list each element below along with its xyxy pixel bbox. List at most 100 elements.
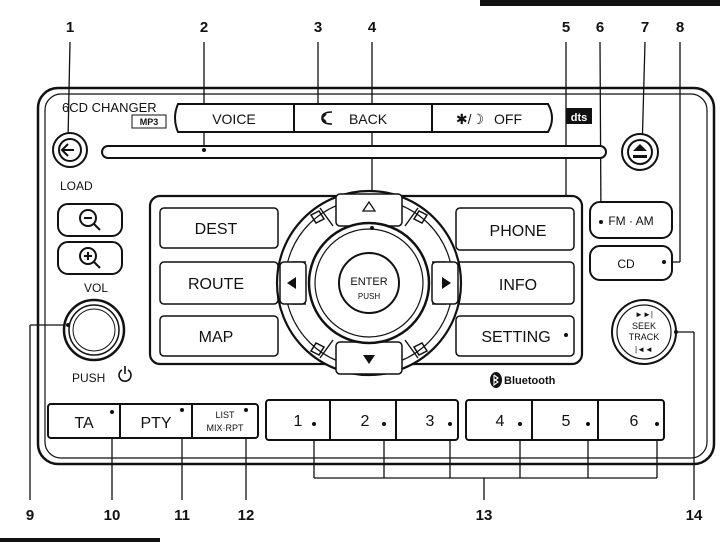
preset-6-button[interactable]: 6 bbox=[600, 402, 662, 438]
seek-track-button[interactable] bbox=[611, 299, 677, 365]
preset-6-label: 6 bbox=[630, 413, 639, 430]
preset-4-label: 4 bbox=[496, 413, 505, 430]
load-arrow-icon bbox=[60, 143, 74, 157]
callout-4: 4 bbox=[368, 19, 377, 36]
callout-10: 10 bbox=[104, 507, 121, 524]
cd-label: CD bbox=[617, 257, 635, 271]
map-label: MAP bbox=[199, 329, 234, 346]
right-arrow-button[interactable] bbox=[431, 261, 459, 305]
display-off-button[interactable]: ✱/☽ OFF bbox=[434, 106, 546, 130]
cd-button[interactable]: CD bbox=[589, 245, 673, 281]
up-arrow-icon bbox=[361, 200, 377, 212]
down-arrow-button[interactable] bbox=[335, 341, 403, 375]
callout-8: 8 bbox=[676, 19, 684, 36]
preset-3-button[interactable]: 3 bbox=[398, 402, 456, 438]
callout-14: 14 bbox=[686, 507, 703, 524]
callout-7: 7 bbox=[641, 19, 649, 36]
callout-2: 2 bbox=[200, 19, 208, 36]
callout-12: 12 bbox=[238, 507, 255, 524]
volume-knob[interactable] bbox=[62, 298, 126, 362]
callout-dots-left bbox=[110, 408, 248, 414]
callout-1: 1 bbox=[66, 19, 74, 36]
list-label: LIST bbox=[215, 410, 235, 420]
dest-button[interactable]: DEST bbox=[159, 207, 279, 249]
track-label: TRACK bbox=[629, 332, 660, 342]
phone-button[interactable]: PHONE bbox=[455, 207, 575, 251]
preset-1-label: 1 bbox=[294, 413, 303, 430]
back-button[interactable]: BACK bbox=[296, 106, 430, 130]
bluetooth-label: Bluetooth bbox=[504, 375, 556, 387]
mp3-badge: MP3 bbox=[140, 117, 159, 127]
seek-label: SEEK bbox=[632, 321, 656, 331]
callout-3: 3 bbox=[314, 19, 322, 36]
load-label: LOAD bbox=[60, 179, 93, 193]
push-label: PUSH bbox=[72, 371, 105, 385]
callout-11: 11 bbox=[174, 507, 190, 524]
setting-button[interactable]: SETTING bbox=[455, 315, 575, 357]
fm-am-button[interactable]: FM · AM bbox=[589, 201, 673, 239]
preset-2-label: 2 bbox=[361, 413, 370, 430]
callout-13: 13 bbox=[476, 507, 493, 524]
fm-am-label: FM · AM bbox=[608, 214, 653, 228]
right-arrow-icon bbox=[442, 277, 451, 289]
ta-button[interactable]: TA bbox=[50, 406, 118, 436]
callout-6: 6 bbox=[596, 19, 604, 36]
map-button[interactable]: MAP bbox=[159, 315, 279, 357]
preset-5-button[interactable]: 5 bbox=[534, 402, 596, 438]
top-edge-bar bbox=[480, 0, 720, 6]
preset-1-button[interactable]: 1 bbox=[268, 402, 328, 438]
zoom-in-icon bbox=[79, 247, 101, 269]
setting-label: SETTING bbox=[481, 329, 550, 346]
dest-label: DEST bbox=[195, 221, 238, 238]
radio-panel-inner bbox=[44, 93, 708, 459]
changer-label: 6CD CHANGER bbox=[62, 100, 157, 115]
cd-slot[interactable] bbox=[101, 145, 607, 159]
dts-logo-text: dts bbox=[571, 112, 588, 124]
callout-5: 5 bbox=[562, 19, 570, 36]
bottom-edge-bar bbox=[0, 538, 160, 542]
list-mix-rpt-button[interactable]: LIST MIX·RPT bbox=[194, 406, 256, 436]
pty-button[interactable]: PTY bbox=[122, 406, 190, 436]
route-label: ROUTE bbox=[188, 276, 244, 293]
info-button[interactable]: INFO bbox=[455, 261, 575, 305]
preset-5-label: 5 bbox=[562, 413, 571, 430]
voice-button[interactable]: VOICE bbox=[180, 106, 292, 130]
mp3-badge-box bbox=[131, 114, 167, 129]
preset-strip-4-6 bbox=[465, 399, 665, 441]
callout-dots bbox=[66, 148, 678, 426]
eject-icon bbox=[633, 144, 647, 158]
preset-3-label: 3 bbox=[426, 413, 435, 430]
preset-2-button[interactable]: 2 bbox=[332, 402, 394, 438]
left-arrow-button[interactable] bbox=[279, 261, 307, 305]
bluetooth-icon bbox=[490, 372, 502, 388]
pty-label: PTY bbox=[140, 415, 171, 432]
info-label: INFO bbox=[499, 277, 537, 294]
off-label: OFF bbox=[494, 111, 522, 127]
top-button-strip bbox=[174, 103, 553, 133]
enter-knob[interactable] bbox=[307, 221, 431, 345]
route-button[interactable]: ROUTE bbox=[159, 261, 279, 305]
preset-4-button[interactable]: 4 bbox=[468, 402, 530, 438]
preset-strip-1-3 bbox=[265, 399, 459, 441]
enter-sub-label: PUSH bbox=[358, 292, 380, 301]
zoom-out-icon bbox=[79, 209, 101, 231]
power-icon bbox=[118, 366, 132, 382]
dts-logo bbox=[566, 108, 592, 124]
left-arrow-icon bbox=[287, 277, 296, 289]
voice-label: VOICE bbox=[212, 111, 256, 127]
enter-label: ENTER bbox=[350, 276, 387, 288]
mix-rpt-label: MIX·RPT bbox=[207, 423, 245, 433]
bottom-left-strip bbox=[47, 403, 259, 439]
eject-button[interactable] bbox=[621, 133, 659, 171]
zoom-in-button[interactable] bbox=[57, 241, 123, 275]
zoom-out-button[interactable] bbox=[57, 203, 123, 237]
svg-text:✱/☽: ✱/☽ bbox=[456, 111, 484, 127]
load-button[interactable] bbox=[52, 132, 88, 168]
vol-label: VOL bbox=[84, 281, 108, 295]
phone-label: PHONE bbox=[490, 223, 547, 240]
ta-label: TA bbox=[74, 415, 94, 432]
down-arrow-icon bbox=[363, 355, 375, 364]
callout-9: 9 bbox=[26, 507, 34, 524]
up-arrow-button[interactable] bbox=[335, 193, 403, 227]
